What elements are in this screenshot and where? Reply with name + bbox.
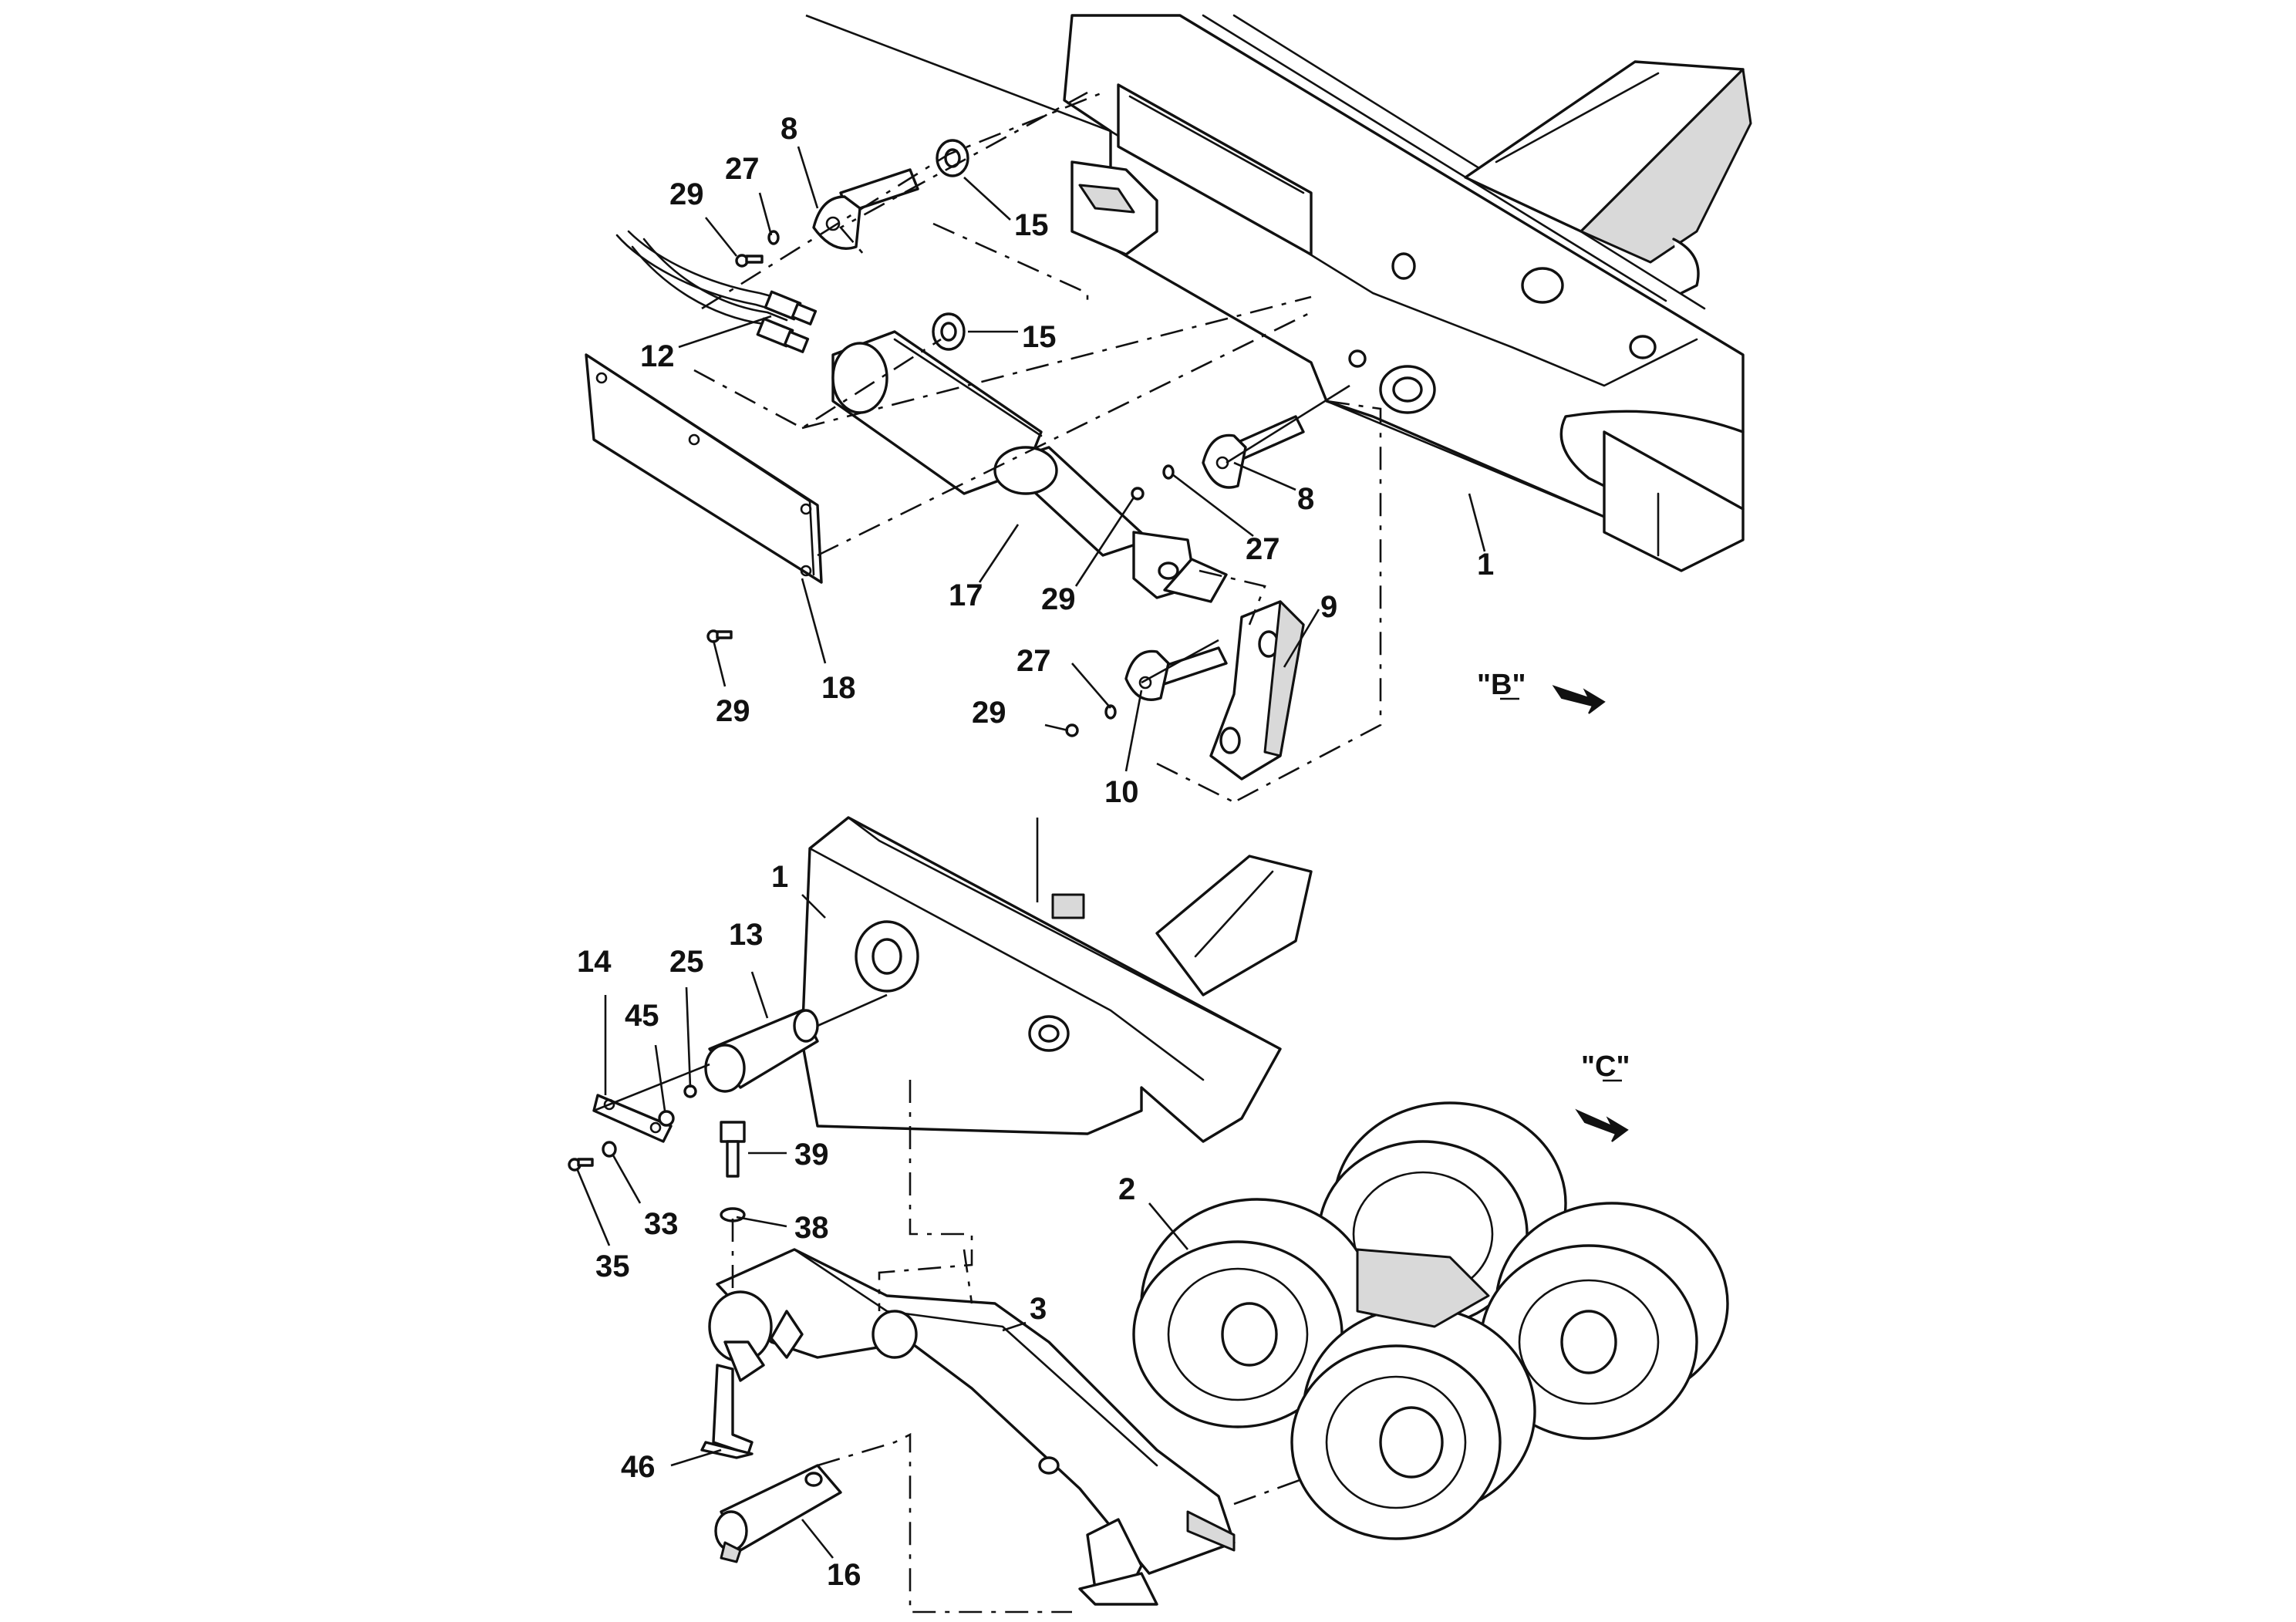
- main-frame-lower: [801, 816, 1313, 1143]
- bushing-15-lower: [932, 312, 966, 351]
- hydraulic-hoses-12: [615, 230, 818, 353]
- callout-27-upper: 27: [725, 152, 760, 186]
- cylinder-13: [704, 1009, 819, 1093]
- swing-arm-3: [708, 1248, 1236, 1606]
- callout-18: 18: [821, 671, 856, 705]
- view-arrow-b: [1552, 685, 1606, 714]
- callout-38: 38: [794, 1211, 829, 1245]
- pin-10: [1124, 646, 1228, 701]
- cover-plate-18: [585, 353, 823, 584]
- bracket-9: [1209, 600, 1305, 781]
- wheel-set-2: [1132, 1101, 1729, 1540]
- callout-46: 46: [621, 1450, 656, 1484]
- callout-35: 35: [595, 1249, 630, 1283]
- callout-12: 12: [640, 339, 675, 373]
- callout-labels: 8 27 29 15 12 15 8 27 29 17 1 9 29 18 27…: [577, 112, 1494, 1592]
- callout-leaders: [575, 146, 1486, 1559]
- bolts-washers-upper: [706, 230, 1175, 737]
- callout-8-lower: 8: [1297, 482, 1314, 516]
- callout-33: 33: [644, 1207, 679, 1241]
- wheel-front-right: [1132, 1198, 1374, 1428]
- pin-8-upper: [812, 168, 919, 250]
- callout-16: 16: [827, 1558, 861, 1592]
- assembly-lines-upper: [693, 91, 1382, 804]
- wheel-front-left: [1290, 1306, 1536, 1540]
- callout-14: 14: [577, 945, 612, 979]
- callout-1-upper: 1: [1477, 548, 1494, 582]
- view-label-b: "B": [1477, 669, 1526, 701]
- callout-15-upper: 15: [1014, 208, 1049, 242]
- callout-2: 2: [1118, 1172, 1135, 1206]
- callout-13: 13: [729, 918, 764, 952]
- callout-8-upper: 8: [781, 112, 797, 146]
- callout-27-lower: 27: [1017, 644, 1051, 678]
- callout-1-lower: 1: [771, 860, 788, 894]
- pin-16: [714, 1464, 842, 1563]
- callout-45: 45: [625, 999, 659, 1033]
- callout-27-mid: 27: [1246, 532, 1280, 566]
- callout-29-left: 29: [716, 694, 750, 728]
- view-label-c: "C": [1581, 1050, 1630, 1083]
- callout-9: 9: [1320, 590, 1337, 624]
- main-frame-upper: [805, 14, 1752, 572]
- callout-15-lower: 15: [1022, 320, 1057, 354]
- callout-25: 25: [669, 945, 704, 979]
- plate-14: [592, 1094, 673, 1143]
- callout-10: 10: [1104, 775, 1139, 809]
- view-arrow-c: [1575, 1108, 1629, 1142]
- callout-29-lower: 29: [972, 696, 1006, 730]
- callout-39: 39: [794, 1138, 829, 1172]
- wheel-rear-left: [1479, 1202, 1729, 1440]
- callout-29-upper: 29: [669, 177, 704, 211]
- callout-29-mid: 29: [1041, 582, 1076, 616]
- callout-3: 3: [1030, 1292, 1047, 1326]
- bolt-39: [720, 1121, 746, 1178]
- bracket-46: [700, 1364, 754, 1459]
- pin-8-lower: [1202, 415, 1305, 489]
- view-labels: "B" "C": [1477, 669, 1630, 1083]
- callout-17: 17: [949, 578, 983, 612]
